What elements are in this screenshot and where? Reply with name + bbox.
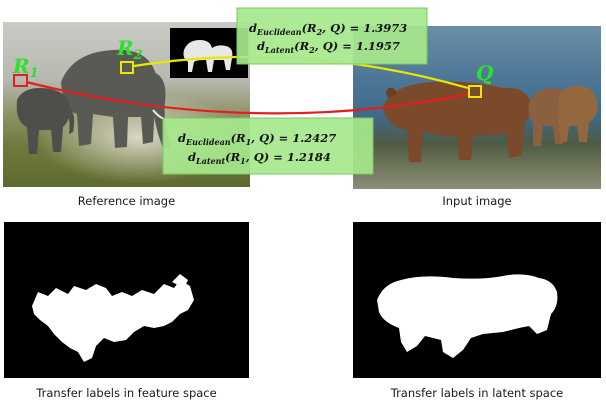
r2-euclidean-distance: dEuclidean(R2, Q) = 1.3973: [249, 21, 407, 37]
mask-thumbnail: [170, 28, 248, 78]
q-label: Q: [476, 61, 494, 85]
r1-latent-distance: dLatent(R1, Q) = 1.2184: [188, 150, 331, 166]
r2-marker: [120, 61, 134, 74]
latent-caption: Transfer labels in latent space: [390, 386, 564, 400]
r2-label: R2: [116, 36, 143, 63]
r1-euclidean-distance: dEuclidean(R1, Q) = 1.2427: [178, 131, 336, 147]
r2-latent-distance: dLatent(R2, Q) = 1.1957: [257, 39, 400, 55]
input-caption: Input image: [442, 194, 512, 208]
feature-caption: Transfer labels in feature space: [36, 386, 217, 400]
reference-caption: Reference image: [77, 194, 176, 208]
q-marker: [468, 85, 482, 98]
r1-distance-box: [162, 117, 374, 175]
r2-distance-box: [236, 7, 428, 65]
r1-to-q-arrow: [25, 80, 471, 115]
r1-label: R1: [12, 54, 39, 81]
r1-marker: [13, 74, 28, 87]
latent-space-mask: [353, 222, 601, 378]
feature-space-mask: [4, 222, 249, 378]
